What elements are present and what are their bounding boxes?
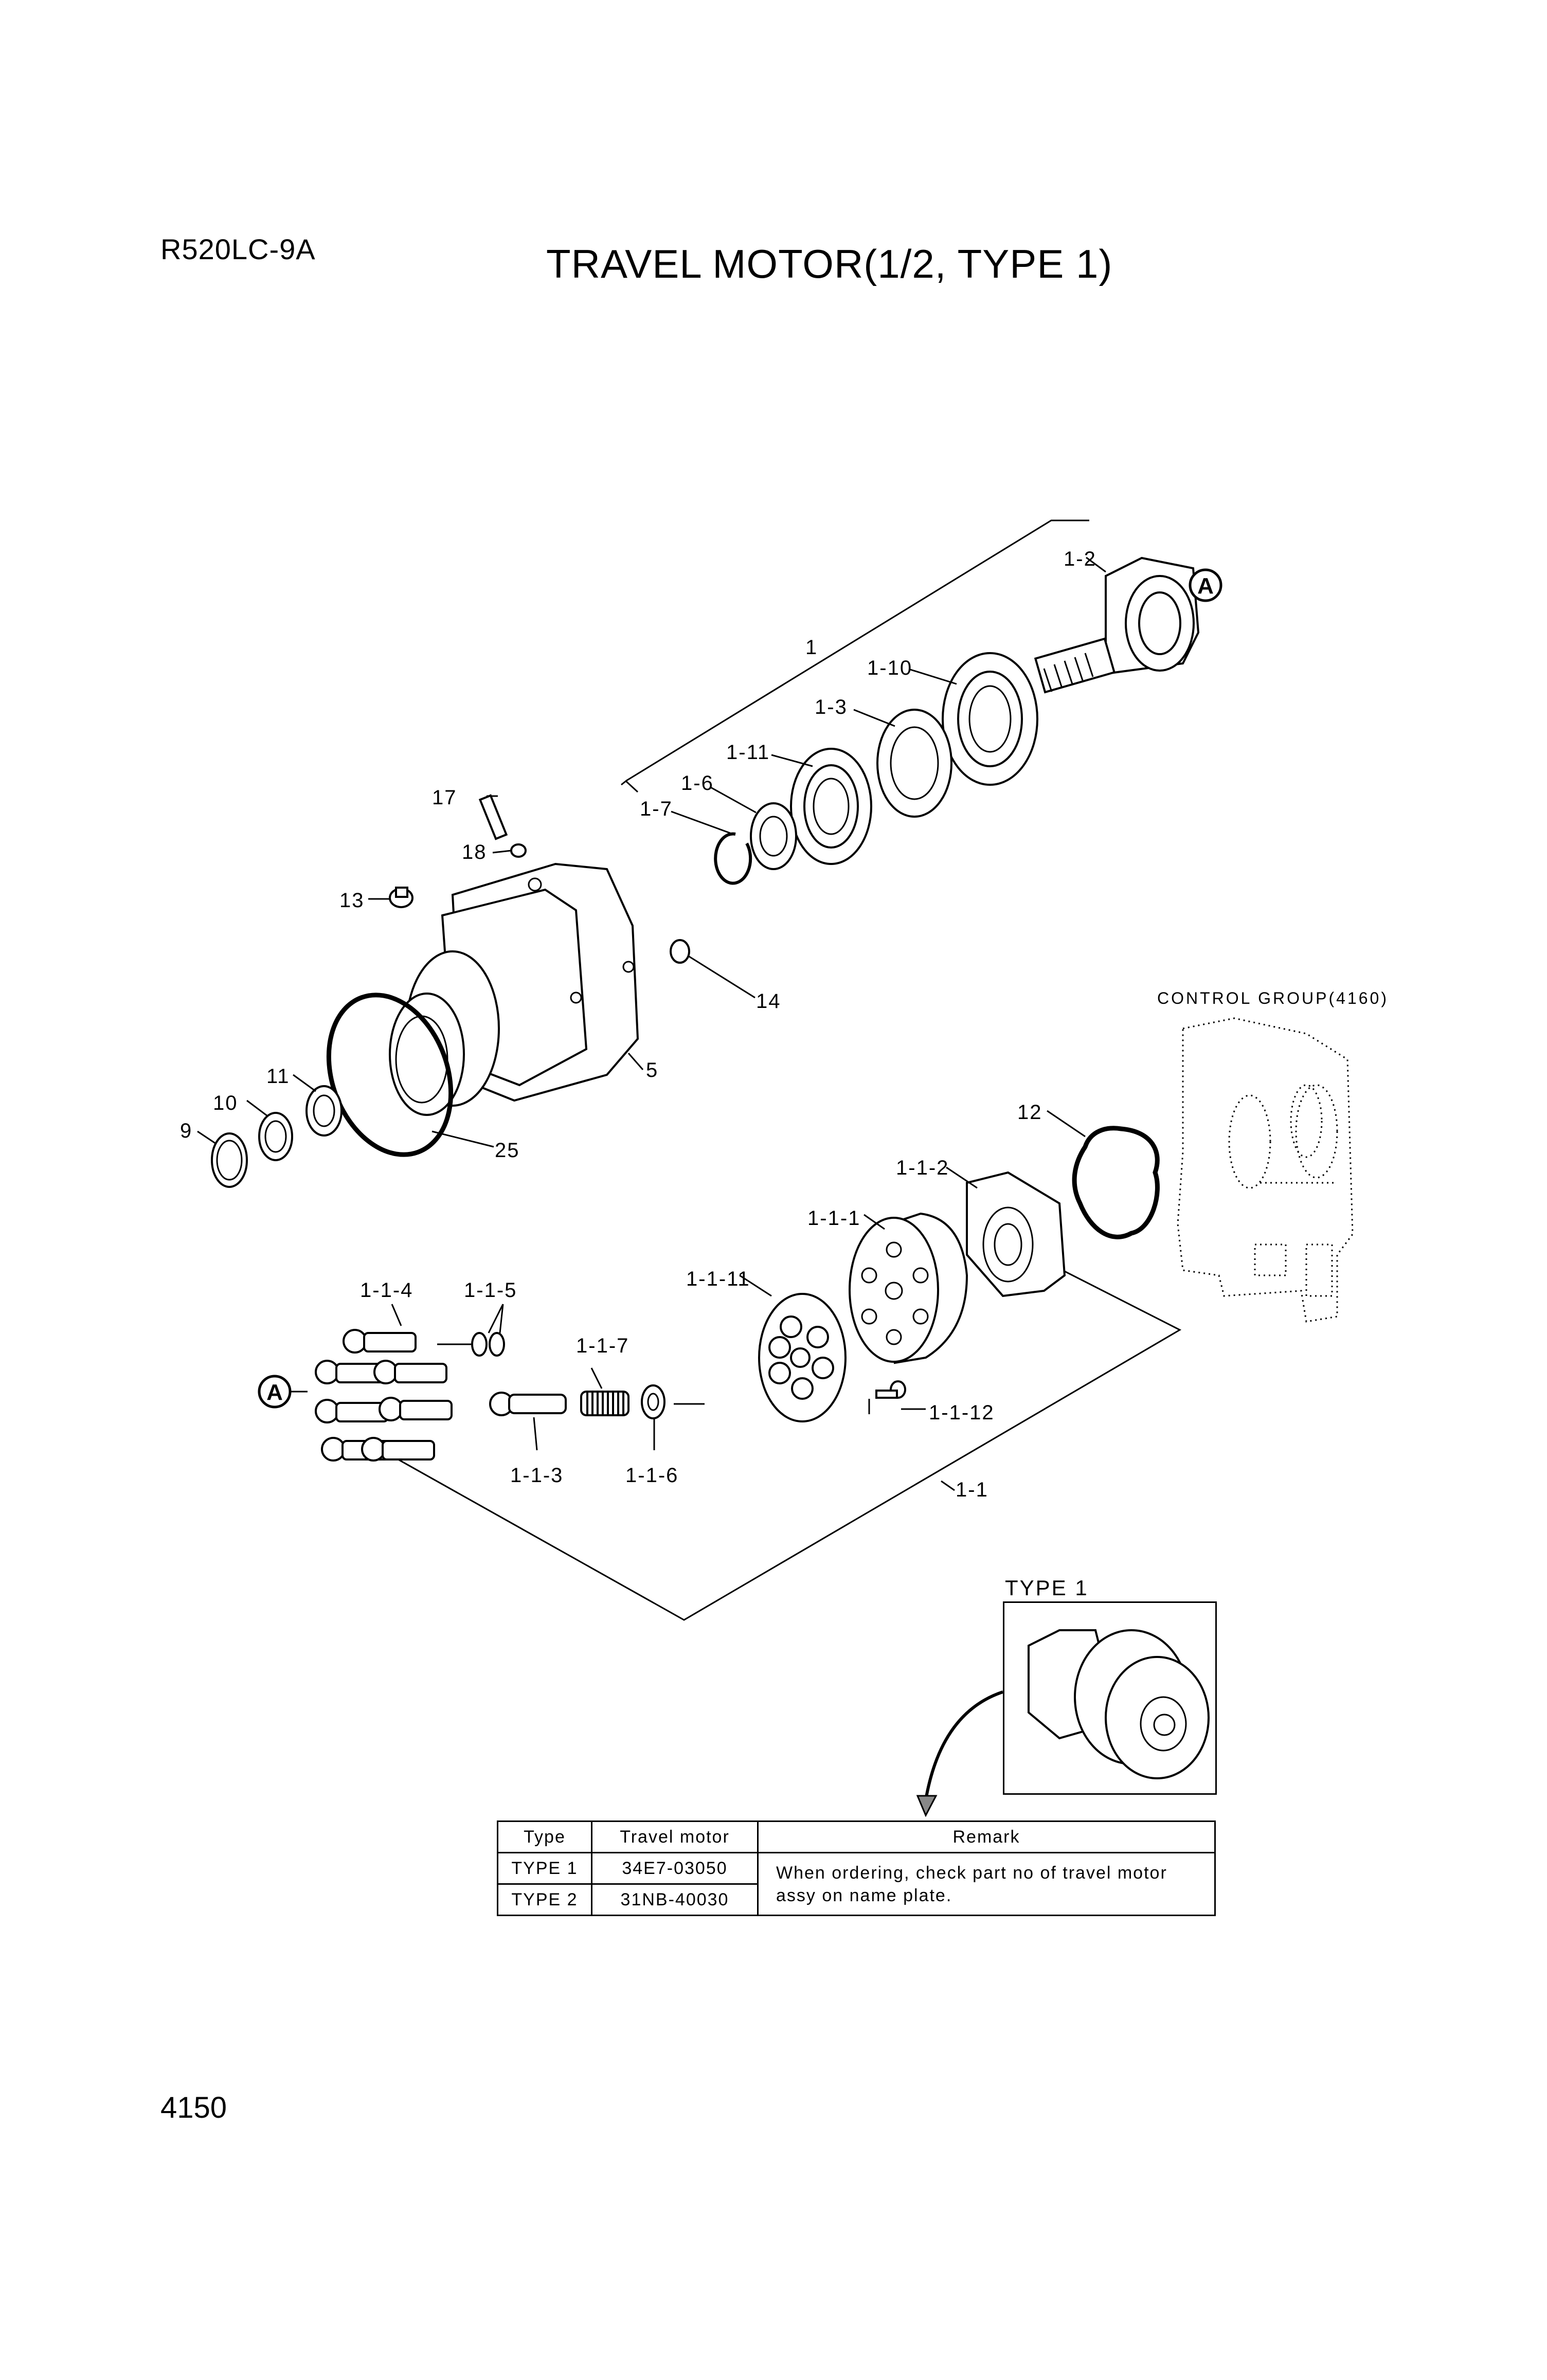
callout-1-1-3: 1-1-3 [510,1464,563,1487]
callout-12: 12 [1017,1101,1042,1124]
bearing-1-11 [790,748,872,865]
callout-25: 25 [495,1139,520,1162]
model-number: R520LC-9A [160,233,316,265]
callout-1-1: 1-1 [956,1479,988,1501]
table-header-row: Type Travel motor Remark [497,1820,1216,1853]
type-1-label: TYPE 1 [1005,1576,1089,1600]
header-remark: Remark [757,1820,1216,1853]
callout-1-3: 1-3 [815,696,848,718]
retainer-plate-1-1-11 [758,1293,847,1422]
piston-1-1-4 [315,1329,453,1462]
ring-9 [211,1132,248,1188]
callout-14: 14 [756,990,781,1013]
control-group-outline [1177,1017,1354,1323]
bearing-1-10 [942,652,1038,786]
svg-text:A: A [266,1380,283,1405]
snap-ring-1-7 [714,832,752,885]
ring-1-1-5 [437,1332,505,1357]
reference-a-top: A [1189,568,1222,602]
ring-1-3 [876,709,952,818]
callout-17: 17 [432,786,457,809]
cell-type: TYPE 1 [497,1852,592,1885]
cell-travel-motor: 31NB-40030 [591,1883,759,1916]
valve-plate-1-1-2 [966,1171,1066,1297]
callout-1-1-7: 1-1-7 [576,1335,629,1357]
callout-13: 13 [339,889,365,912]
o-ring-14 [670,939,690,964]
shaft-part [1034,556,1200,694]
plug-18 [510,843,527,858]
type-1-inset-frame [1003,1601,1217,1795]
callout-1-1-2: 1-1-2 [896,1157,949,1179]
type-1-motor-illustration [916,1629,1210,1817]
control-group-label: CONTROL GROUP(4160) [1157,989,1389,1007]
callout-1-2: 1-2 [1064,548,1096,570]
callout-1-11: 1-11 [726,741,770,764]
callout-1-6: 1-6 [681,772,714,795]
callout-9: 9 [180,1120,192,1142]
pin-1-1-3 [489,1392,567,1416]
o-ring-12 [1072,1126,1160,1239]
callout-1-1-12: 1-1-12 [929,1401,995,1424]
cell-type: TYPE 2 [497,1883,592,1916]
leader-lines [197,556,1106,1491]
cell-remark: When ordering, check part no of travel m… [757,1852,1216,1916]
page-number: 4150 [160,2091,227,2124]
spring-1-1-7 [580,1391,629,1416]
cell-travel-motor: 34E7-03050 [591,1852,759,1885]
callout-10: 10 [213,1092,238,1114]
callout-1-1-1: 1-1-1 [807,1207,860,1230]
callout-11: 11 [266,1065,290,1088]
page-title: TRAVEL MOTOR(1/2, TYPE 1) [546,241,1113,286]
seal-10 [258,1112,293,1161]
callout-1-1-6: 1-1-6 [625,1464,678,1487]
washer-1-6 [750,802,797,870]
callout-labels: 1-2 1 1-10 1-3 1-11 1-6 1-7 17 18 13 14 … [180,548,1389,1501]
type-reference-table: Type Travel motor Remark TYPE 1 34E7-030… [497,1820,1216,1916]
washer-1-1-6 [641,1384,705,1419]
header-travel-motor: Travel motor [591,1820,759,1853]
table-row: TYPE 1 34E7-03050 When ordering, check p… [497,1852,1216,1916]
callout-1-1-4: 1-1-4 [360,1279,413,1302]
callout-1-1-5: 1-1-5 [464,1279,517,1302]
callout-1-7: 1-7 [640,798,673,820]
callout-1-10: 1-10 [867,657,912,679]
callout-1-1-11: 1-1-11 [686,1268,750,1290]
assembly-1-1-bracket [390,1268,1182,1621]
motor-housing-5 [389,862,639,1116]
table-row: TYPE 2 31NB-40030 [497,1883,1215,1916]
callout-1: 1 [805,636,818,659]
plug-13 [389,887,413,908]
assembly-1-bracket [621,519,1089,793]
reference-a-left: A [258,1375,292,1409]
cylinder-block-1-1-1 [849,1212,968,1364]
bolt-1-1-12 [868,1380,906,1414]
header-type: Type [497,1820,592,1853]
svg-text:A: A [1197,573,1214,599]
seal-11 [305,1085,343,1137]
pin-17 [478,794,508,840]
callout-5: 5 [646,1059,658,1081]
callout-18: 18 [462,841,487,863]
